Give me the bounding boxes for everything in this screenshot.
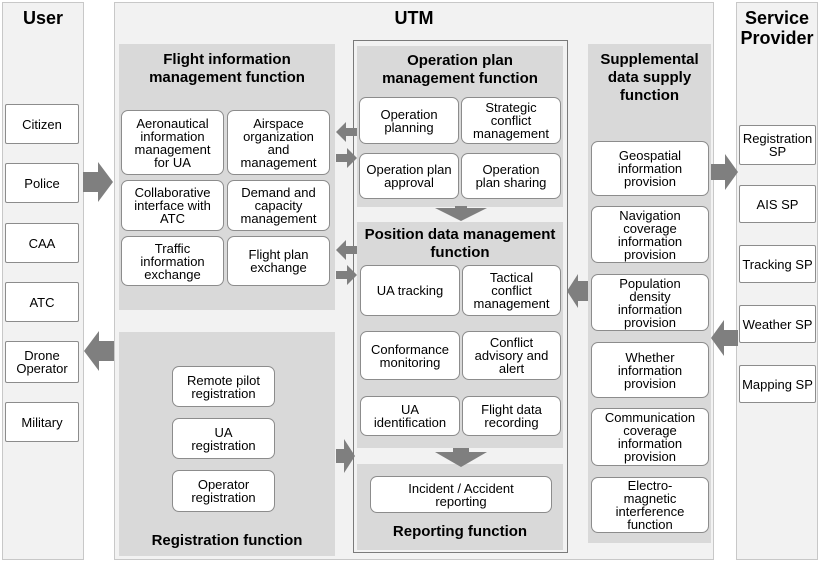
user-item-citizen-text: Citizen [22, 116, 62, 132]
position-data-ua-tracking: UA tracking [360, 265, 460, 316]
sp-item-ais: AIS SP [739, 185, 816, 223]
sp-item-ais-text: AIS SP [756, 196, 799, 212]
user-item-military: Military [5, 402, 79, 442]
user-item-police-text: Police [24, 175, 60, 191]
registration-title: Registration function [151, 532, 303, 549]
user-item-citizen: Citizen [5, 104, 79, 144]
user-item-caa: CAA [5, 223, 79, 263]
sp-item-mapping-text: Mapping SP [742, 376, 813, 392]
sp-item-mapping: Mapping SP [739, 365, 816, 403]
reporting-title: Reporting function [392, 523, 528, 540]
sp-item-weather: Weather SP [739, 305, 816, 343]
user-item-police: Police [5, 163, 79, 203]
arrow-user-to-utm [83, 162, 113, 202]
arrow-service-provider-to-supplemental [711, 320, 738, 356]
user-item-military-text: Military [21, 414, 63, 430]
arrow-utm-to-service-provider [711, 154, 738, 190]
user-item-atc: ATC [5, 282, 79, 322]
arrow-utm-to-drone-operator [84, 331, 114, 371]
sp-item-tracking: Tracking SP [739, 245, 816, 283]
position-data-ua-tracking-text: UA tracking [376, 283, 444, 298]
sp-item-tracking-text: Tracking SP [742, 256, 813, 272]
user-panel [2, 2, 84, 560]
user-item-caa-text: CAA [28, 235, 56, 251]
utm-title: UTM [394, 8, 434, 28]
user-title: User [22, 8, 64, 28]
sp-item-weather-text: Weather SP [742, 316, 813, 332]
user-item-atc-text: ATC [29, 294, 55, 310]
